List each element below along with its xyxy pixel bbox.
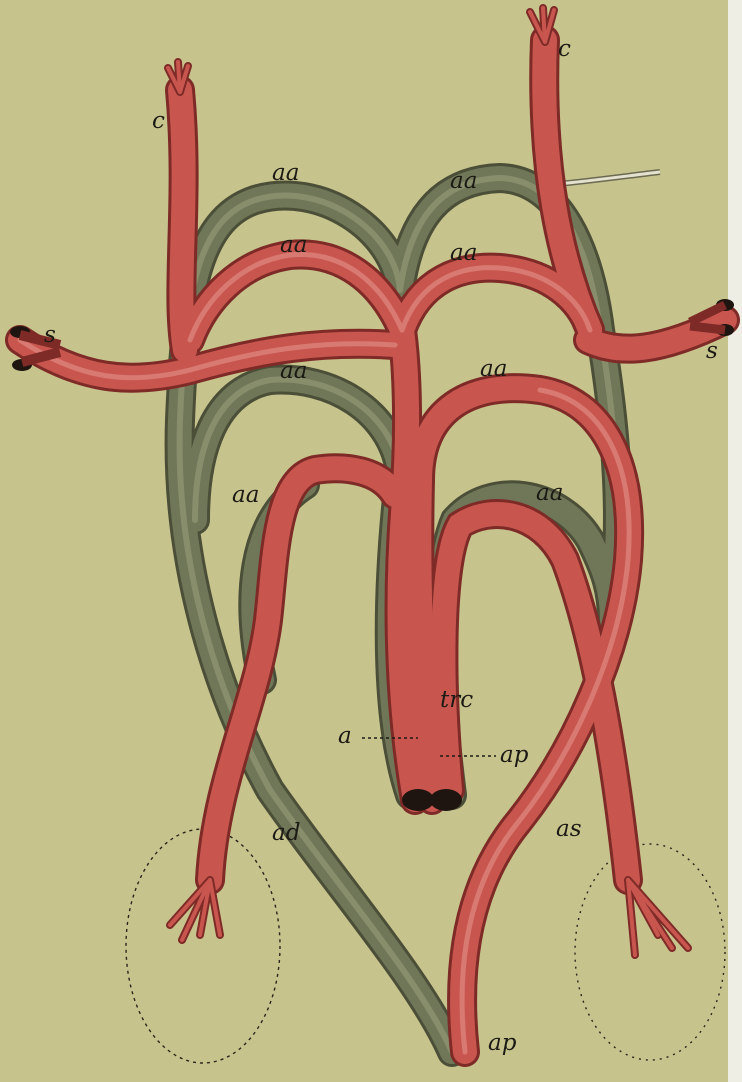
cut-end-a bbox=[402, 789, 434, 811]
label-aa-2-left: aa bbox=[280, 232, 307, 258]
label-aa-1-left: aa bbox=[272, 160, 299, 186]
label-s-left: s bbox=[44, 322, 56, 348]
label-aa-3-right: aa bbox=[480, 356, 507, 382]
page-edge bbox=[728, 0, 742, 1082]
label-c-right: c bbox=[558, 36, 571, 62]
label-aa-4-left: aa bbox=[232, 482, 259, 508]
label-ad: ad bbox=[272, 820, 300, 846]
label-aa-4-right: aa bbox=[536, 480, 563, 506]
label-s-right: s bbox=[706, 338, 718, 364]
label-trc: trc bbox=[440, 687, 473, 713]
label-as: as bbox=[556, 816, 582, 842]
label-aa-2-right: aa bbox=[450, 240, 477, 266]
cut-end-ap bbox=[430, 789, 462, 811]
label-aa-3-left: aa bbox=[280, 358, 307, 384]
label-a: a bbox=[338, 723, 352, 749]
label-c-left: c bbox=[152, 108, 165, 134]
label-ap-bottom: ap bbox=[488, 1030, 517, 1056]
label-ap-center: ap bbox=[500, 742, 529, 768]
label-aa-1-right: aa bbox=[450, 168, 477, 194]
